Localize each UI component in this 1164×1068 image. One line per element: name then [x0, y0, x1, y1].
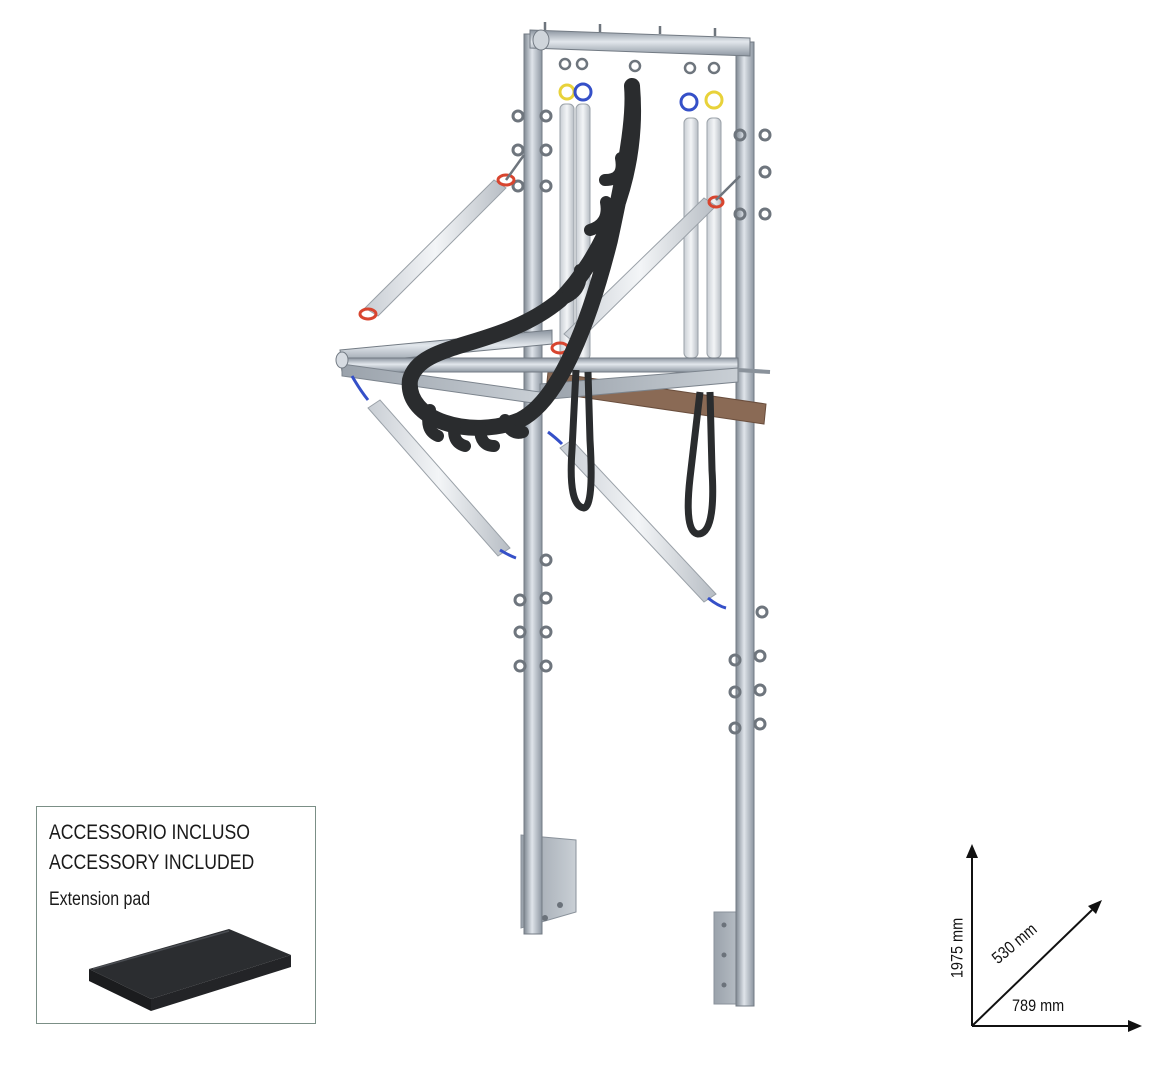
right-eye-bolts — [728, 128, 772, 735]
right-upright-pole — [735, 41, 755, 1007]
diagonal-springs — [350, 154, 741, 610]
dimension-arrows — [966, 844, 1142, 1032]
dimensions-diagram: 1975 mm 530 mm 789 mm — [940, 840, 1150, 1040]
height-dimension: 1975 mm — [947, 917, 967, 979]
left-upright-pole — [523, 33, 543, 935]
extension-pad-image — [89, 929, 291, 1011]
top-crossbar — [529, 29, 751, 57]
hand-straps — [567, 369, 717, 538]
left-eye-bolts — [511, 109, 553, 673]
top-hooks — [543, 22, 721, 75]
accessory-heading-italian: ACCESSORIO INCLUSO — [49, 821, 250, 844]
accessory-item-name: Extension pad — [49, 889, 151, 910]
accessory-included-box: ACCESSORIO INCLUSO ACCESSORY INCLUDED Ex… — [36, 806, 316, 1024]
width-dimension: 789 mm — [1012, 996, 1065, 1015]
accessory-heading-english: ACCESSORY INCLUDED — [49, 851, 255, 874]
fuzzy-strap — [401, 78, 641, 452]
